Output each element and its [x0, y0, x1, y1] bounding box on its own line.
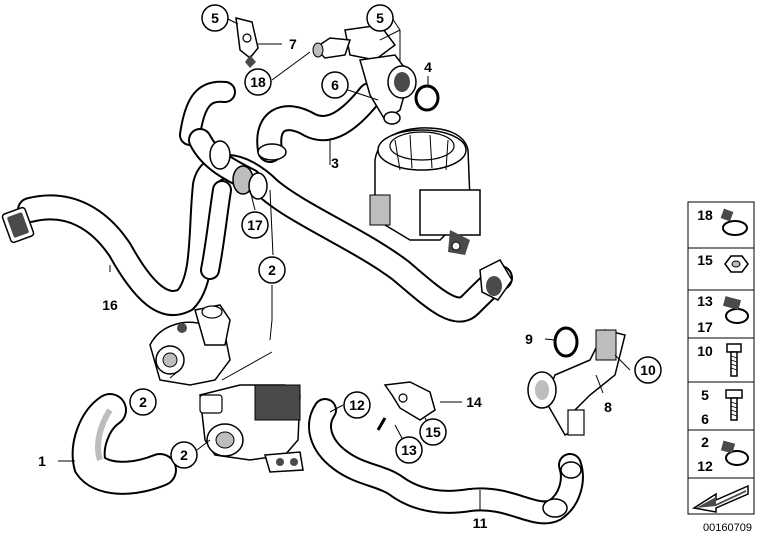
callout-label: 17 [247, 217, 263, 233]
callout-6[interactable]: 6 [321, 71, 349, 99]
callout-label: 14 [466, 394, 482, 410]
callout-5-top-left[interactable]: 5 [201, 4, 229, 32]
callout-10[interactable]: 10 [634, 356, 662, 384]
arrow-icon [691, 484, 749, 513]
callout-label: 6 [331, 77, 339, 93]
callout-label: 5 [211, 10, 219, 26]
legend-label: 17 [697, 319, 713, 335]
thermostat-housing[interactable] [344, 24, 417, 125]
legend-item-18[interactable]: 18 [697, 207, 748, 236]
callout-3[interactable]: 3 [331, 155, 339, 171]
leader-lines [58, 17, 631, 510]
bracket-7[interactable] [235, 17, 259, 68]
callout-4[interactable]: 4 [424, 59, 432, 75]
legend-item-2-12[interactable]: 2 12 [697, 434, 749, 474]
callout-12[interactable]: 12 [343, 391, 371, 419]
callout-label: 2 [139, 394, 147, 410]
callout-2-mid[interactable]: 2 [258, 256, 286, 284]
callout-label: 18 [250, 74, 266, 90]
hose-1[interactable] [71, 393, 177, 495]
water-pump-electric[interactable] [199, 384, 304, 473]
bolt-icon [725, 389, 743, 421]
callout-7[interactable]: 7 [289, 36, 297, 52]
hose-16-connector[interactable] [1, 206, 35, 244]
callout-label: 12 [349, 397, 365, 413]
callout-14[interactable]: 14 [466, 394, 482, 410]
legend-label: 15 [697, 252, 713, 268]
callout-16[interactable]: 16 [102, 297, 118, 313]
clamp-icon [722, 296, 749, 324]
callout-label: 1 [38, 453, 46, 469]
legend-item-13-17[interactable]: 13 17 [697, 293, 749, 335]
hose-11[interactable] [308, 398, 584, 525]
callout-label: 16 [102, 297, 118, 313]
callout-9[interactable]: 9 [525, 331, 533, 347]
legend-label: 2 [701, 434, 709, 450]
water-pump-upper[interactable] [149, 304, 231, 386]
callout-label: 15 [425, 424, 441, 440]
callout-18[interactable]: 18 [244, 68, 272, 96]
hose-clamp-upper [209, 140, 268, 200]
legend-panel [687, 201, 755, 515]
legend-label: 10 [697, 343, 713, 359]
legend-label: 6 [701, 411, 709, 427]
legend-item-5-6[interactable]: 5 6 [701, 387, 743, 427]
callout-2-left[interactable]: 2 [129, 388, 157, 416]
callout-label: 4 [424, 59, 432, 75]
bracket-14[interactable] [376, 381, 436, 431]
callout-label: 11 [473, 515, 488, 531]
callout-label: 2 [180, 447, 188, 463]
callout-label: 13 [401, 442, 417, 458]
callout-label: 8 [604, 399, 612, 415]
clamp-icon [720, 440, 749, 466]
callout-11[interactable]: 11 [473, 515, 488, 531]
callout-label: 10 [640, 362, 656, 378]
callout-13[interactable]: 13 [395, 436, 423, 464]
bolt-icon [726, 343, 742, 377]
vent-pipe[interactable] [312, 37, 352, 59]
callout-label: 2 [268, 262, 276, 278]
expansion-tank[interactable] [369, 127, 481, 255]
legend-item-10[interactable]: 10 [697, 343, 742, 377]
callout-label: 9 [525, 331, 533, 347]
legend-label: 13 [697, 293, 713, 309]
callout-5-top-right[interactable]: 5 [366, 4, 394, 32]
legend-item-15[interactable]: 15 [697, 252, 749, 273]
callout-label: 3 [331, 155, 339, 171]
legend-item-arrow [691, 484, 749, 513]
hose-16-right-connector[interactable] [479, 259, 513, 301]
callout-15[interactable]: 15 [419, 418, 447, 446]
clamp-icon [720, 208, 748, 236]
callout-1[interactable]: 1 [38, 453, 46, 469]
nut-icon [724, 255, 749, 273]
callout-17[interactable]: 17 [241, 211, 269, 239]
pipe-8[interactable] [527, 329, 626, 436]
legend-label: 18 [697, 207, 713, 223]
hose-3[interactable] [256, 82, 383, 163]
diagram-id: 00160709 [703, 522, 752, 534]
seal-ring-9[interactable] [553, 326, 579, 358]
legend-label: 12 [697, 458, 713, 474]
callout-label: 5 [376, 10, 384, 26]
legend-label: 5 [701, 387, 709, 403]
thermostat-seal-ring[interactable] [414, 84, 440, 112]
callout-2-lower[interactable]: 2 [170, 441, 198, 469]
callout-label: 7 [289, 36, 297, 52]
callout-8[interactable]: 8 [604, 399, 612, 415]
